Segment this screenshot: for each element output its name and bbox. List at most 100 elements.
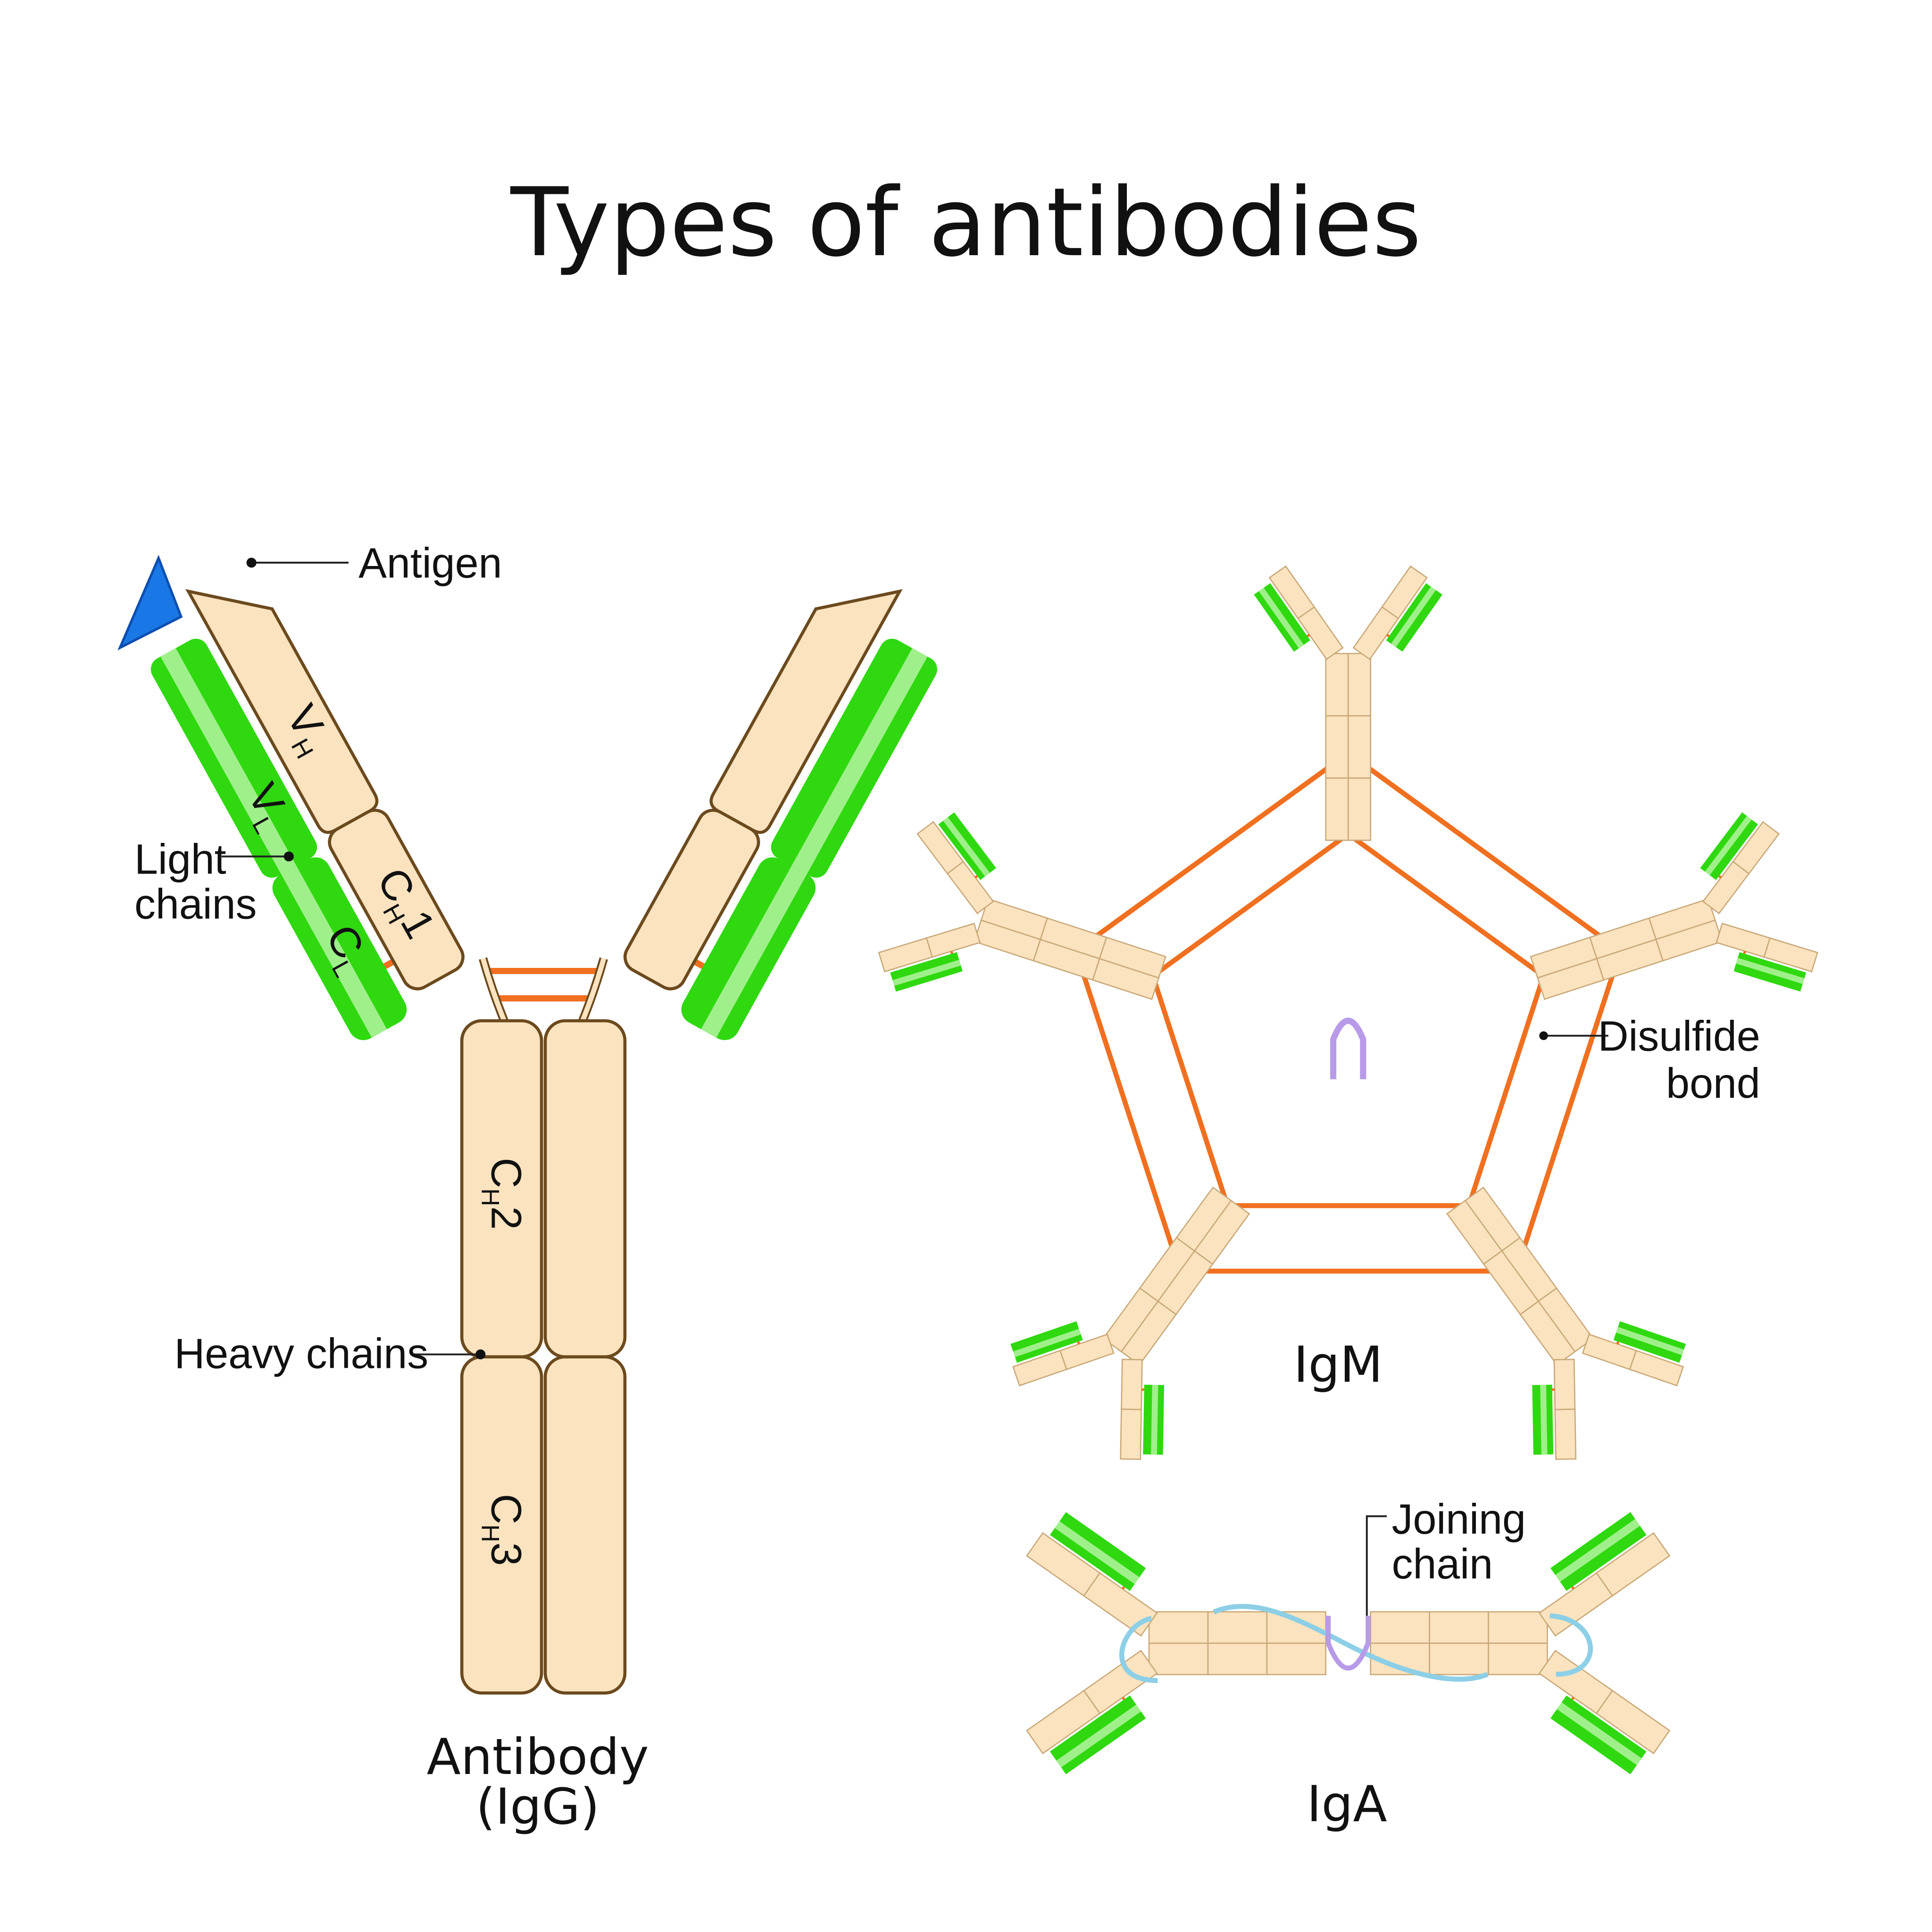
- fab-arm: [878, 923, 981, 992]
- igg-antibody: VH VL CH1 CL CH2 CH3: [117, 555, 937, 1695]
- heavy-chain-fc-domain: [1207, 1642, 1268, 1675]
- fab-arm: [1010, 1321, 1115, 1387]
- light-chain-highlight: [1705, 816, 1752, 875]
- heavy-chain-fc-domain: [1148, 1611, 1209, 1644]
- heavy-chain-ch1-domain: [1538, 1649, 1614, 1715]
- light-heavy-disulfide-bond: [1571, 1586, 1575, 1590]
- heavy-chain-ch2-domain: [543, 1019, 627, 1358]
- antibody-monomer: [1026, 1512, 1327, 1774]
- igg-caption-line2: (IgG): [476, 1777, 600, 1835]
- fab-arm: [1026, 1649, 1158, 1774]
- antibody-monomer: [1530, 812, 1818, 1000]
- fab-arm: [1120, 1358, 1165, 1460]
- heavy-chain-vh-domain: [1120, 1408, 1142, 1460]
- page-title: Types of antibodies: [510, 168, 1421, 278]
- heavy-chain-fc-domain: [1102, 1287, 1159, 1353]
- heavy-chain-fc-domain: [1325, 653, 1349, 716]
- heavy-chain-ch1-domain: [623, 808, 760, 991]
- heavy-chain-fc-domain: [1429, 1642, 1489, 1675]
- light-chains-label-line1: Light: [134, 836, 226, 883]
- disulfide-bond-outer-ring: [1073, 750, 1624, 1274]
- light-chain-highlight: [1013, 1329, 1081, 1357]
- heavy-chain-fc-domain: [1488, 1611, 1548, 1644]
- light-chain-highlight: [1056, 1704, 1141, 1768]
- heavy-chain-ch1-domain: [1083, 1649, 1158, 1715]
- light-chains-label-line2: chains: [134, 881, 257, 928]
- heavy-chain-fc-domain: [1325, 777, 1349, 841]
- vl-domain-label: VL: [233, 775, 300, 838]
- heavy-chain-ch1-domain: [925, 923, 981, 958]
- fab-arm: [1538, 1649, 1671, 1774]
- antibody-monomer: [1370, 1512, 1671, 1774]
- antibody-monomer: [1010, 1186, 1250, 1460]
- heavy-chain-fc-domain: [1266, 1642, 1327, 1675]
- heavy-chain-fc-domain: [1519, 1300, 1576, 1366]
- iga-dimer: [1026, 1512, 1671, 1774]
- disulfide-bond-label-line1: Disulfide: [1598, 1013, 1760, 1060]
- hinge-region: [480, 958, 607, 1022]
- heavy-chain-ch1-domain: [1121, 1358, 1143, 1410]
- disulfide-bond-inner-ring: [1149, 831, 1547, 1208]
- iga-caption: IgA: [1307, 1775, 1387, 1833]
- light-chain-highlight: [1391, 586, 1436, 647]
- fab-arm: [1538, 1512, 1671, 1637]
- secretory-component: [1119, 1604, 1593, 1683]
- heavy-chain-fc-domain: [1655, 919, 1723, 962]
- light-chain-highlight: [1540, 1384, 1548, 1455]
- heavy-chain-ch1-domain: [1352, 606, 1399, 660]
- light-heavy-disulfide-bond: [950, 950, 953, 954]
- heavy-chain-fc-domain: [980, 898, 1048, 941]
- heavy-chain-ch1-domain: [1083, 1572, 1158, 1637]
- j-chain: [1325, 1616, 1371, 1671]
- light-heavy-disulfide-bond: [1743, 950, 1747, 954]
- light-chain-highlight: [1736, 958, 1805, 984]
- heavy-chain-ch1-domain: [328, 808, 465, 991]
- light-heavy-disulfide-bond: [974, 875, 978, 879]
- fab-arm: [916, 812, 996, 915]
- heavy-chain-ch1-domain: [1582, 1333, 1637, 1370]
- light-chain-highlight: [1616, 1327, 1684, 1356]
- light-chain-highlight: [1557, 1702, 1642, 1765]
- antigen-label: Antigen: [358, 540, 502, 587]
- fab-arm: [1254, 565, 1344, 660]
- ch2-domain-label: CH2: [476, 1158, 529, 1230]
- light-chain-highlight: [1151, 1384, 1158, 1455]
- fab-arm: [1715, 923, 1818, 992]
- antibody-monomer: [1254, 565, 1442, 841]
- light-heavy-disulfide-bond: [1571, 1697, 1575, 1700]
- heavy-chain-ch1-domain: [1715, 923, 1771, 958]
- fab-arm: [1532, 1358, 1577, 1460]
- light-heavy-disulfide-bond: [1307, 633, 1310, 637]
- fab-arm: [1352, 565, 1442, 660]
- fab-arm: [1582, 1321, 1686, 1387]
- light-chain-highlight: [1258, 588, 1304, 649]
- left-fab-arm: VH VL CH1 CL: [117, 555, 465, 1041]
- light-chain-highlight: [892, 959, 961, 986]
- igg-caption-line1: Antibody: [427, 1728, 649, 1786]
- ch3-domain-label: CH3: [476, 1494, 529, 1566]
- heavy-chain-fc-domain: [1207, 1611, 1268, 1644]
- disulfide-bond-label-line2: bond: [1666, 1060, 1760, 1108]
- heavy-chain-fc-domain: [1347, 653, 1372, 716]
- heavy-chain-ch3-domain: [460, 1355, 543, 1695]
- joining-chain-label-line2: chain: [1392, 1541, 1493, 1588]
- heavy-chain-fc-domain: [1347, 777, 1372, 841]
- heavy-chain-ch3-domain: [543, 1355, 627, 1695]
- heavy-chain-ch1-domain: [1702, 860, 1750, 915]
- heavy-chain-ch1-domain: [1059, 1333, 1115, 1370]
- heavy-chain-fc-domain: [1325, 715, 1349, 779]
- light-heavy-disulfide-bond: [1122, 1586, 1125, 1590]
- igm-pentamer: [878, 565, 1818, 1460]
- fab-arm: [1700, 812, 1780, 915]
- right-fab-arm: [623, 589, 937, 1041]
- light-chain-highlight: [1555, 1519, 1640, 1582]
- light-heavy-disulfide-bond: [1122, 1697, 1125, 1700]
- light-heavy-disulfide-bond: [1386, 633, 1390, 637]
- heavy-chain-fc-domain: [1370, 1611, 1430, 1644]
- antigen-shape: [117, 555, 183, 650]
- fab-arm: [1026, 1512, 1158, 1637]
- heavy-chain-ch1-domain: [946, 860, 994, 915]
- j-chain: [1330, 1017, 1366, 1080]
